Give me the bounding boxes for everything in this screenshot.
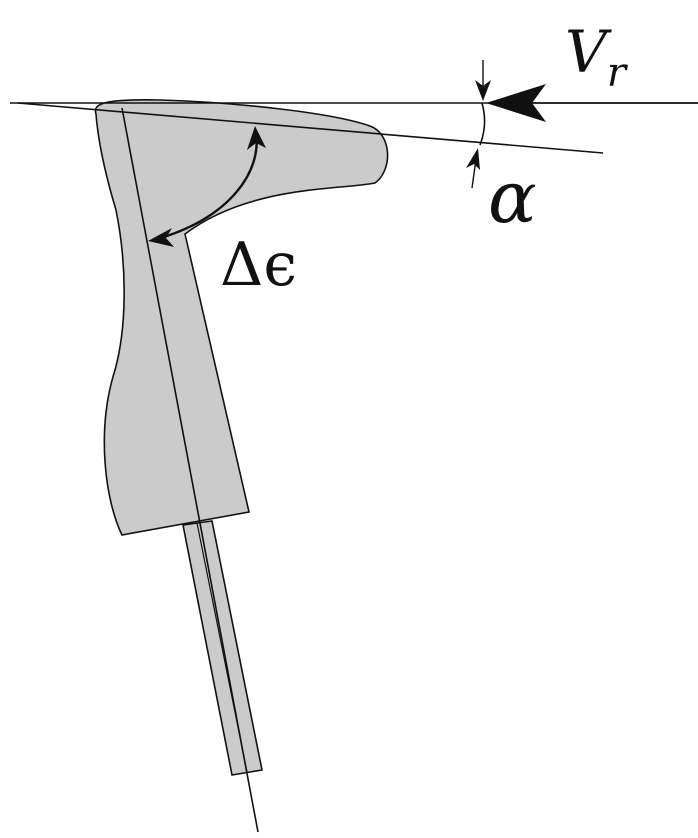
alpha-label: α: [488, 155, 537, 239]
velocity-arrowhead: [486, 84, 546, 122]
alpha-bottom-arrowhead: [466, 148, 480, 170]
body-axis-line: [121, 107, 259, 833]
delta-epsilon-arc: [153, 131, 258, 242]
body-shape: [94, 99, 389, 536]
alpha-top-arrowhead: [475, 80, 491, 101]
velocity-symbol: V: [565, 18, 612, 86]
velocity-label: Vr: [565, 18, 629, 96]
delta-epsilon-label: Δϵ: [220, 230, 297, 300]
velocity-subscript: r: [607, 50, 629, 96]
delta-epsilon-arrowhead-bottom: [148, 228, 174, 247]
chord-line: [17, 102, 604, 154]
delta-epsilon-arrowhead-top: [247, 126, 266, 150]
alpha-arc: [479, 102, 486, 146]
